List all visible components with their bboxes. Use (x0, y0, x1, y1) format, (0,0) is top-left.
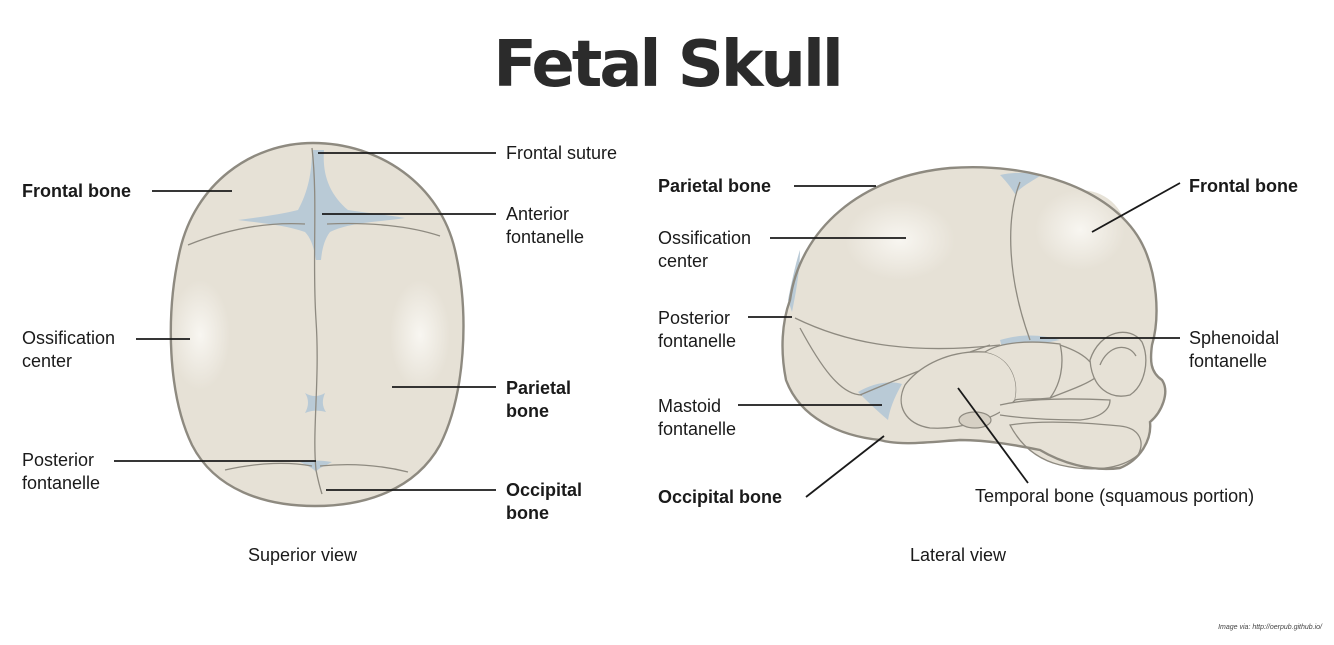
label-temporal-bone: Temporal bone (squamous portion) (975, 486, 1255, 506)
label-parietal-bone-lateral: Parietal bone (658, 176, 772, 196)
view-caption-superior: Superior view (248, 545, 358, 565)
label-ossification-center-lateral: Ossification center (658, 228, 752, 271)
superior-skull-rim (169, 141, 465, 508)
orbit (1090, 332, 1146, 397)
diagram-title: Fetal Skull (493, 28, 844, 102)
label-occipital-bone-lateral: Occipital bone (658, 487, 783, 507)
leader-frontal-lat (1091, 182, 1181, 233)
label-mastoid-fontanelle: Mastoid fontanelle (658, 396, 737, 439)
view-caption-lateral: Lateral view (910, 545, 1007, 565)
ossification-glow-left (170, 280, 230, 390)
label-posterior-fontanelle-lateral: Posterior fontanelle (658, 308, 737, 351)
lateral-skull-rim (781, 166, 1167, 471)
label-frontal-bone-superior: Frontal bone (22, 181, 131, 201)
anterior-fontanelle-shape (238, 150, 405, 260)
leader-lines (114, 152, 1181, 498)
ossification-glow-frontal (1035, 190, 1125, 270)
zygomatic-arch (1000, 398, 1110, 420)
label-sphenoidal-fontanelle: Sphenoidal fontanelle (1189, 328, 1280, 371)
leader-temporal-bone (957, 387, 1029, 484)
superior-view-skull (169, 141, 465, 508)
ossification-glow-right (390, 280, 450, 390)
image-credit: Image via: http://oerpub.github.io/ (1218, 624, 1322, 631)
label-frontal-suture: Frontal suture (506, 143, 618, 163)
label-posterior-fontanelle-superior: Posterior fontanelle (22, 450, 101, 493)
label-occipital-bone-superior: Occipital bone (506, 480, 583, 523)
label-frontal-bone-lateral: Frontal bone (1189, 176, 1298, 196)
mandible (1010, 422, 1141, 469)
label-anterior-fontanelle: Anterior fontanelle (506, 204, 585, 247)
label-parietal-bone-superior: Parietal bone (506, 378, 572, 421)
ossification-glow-parietal (845, 200, 955, 280)
lateral-view-skull (781, 166, 1167, 471)
superior-skull-outline (170, 143, 464, 506)
label-ossification-center-superior: Ossification center (22, 328, 116, 371)
sphenoid-greater-wing (985, 342, 1062, 400)
leader-occipital-lat (805, 435, 885, 498)
